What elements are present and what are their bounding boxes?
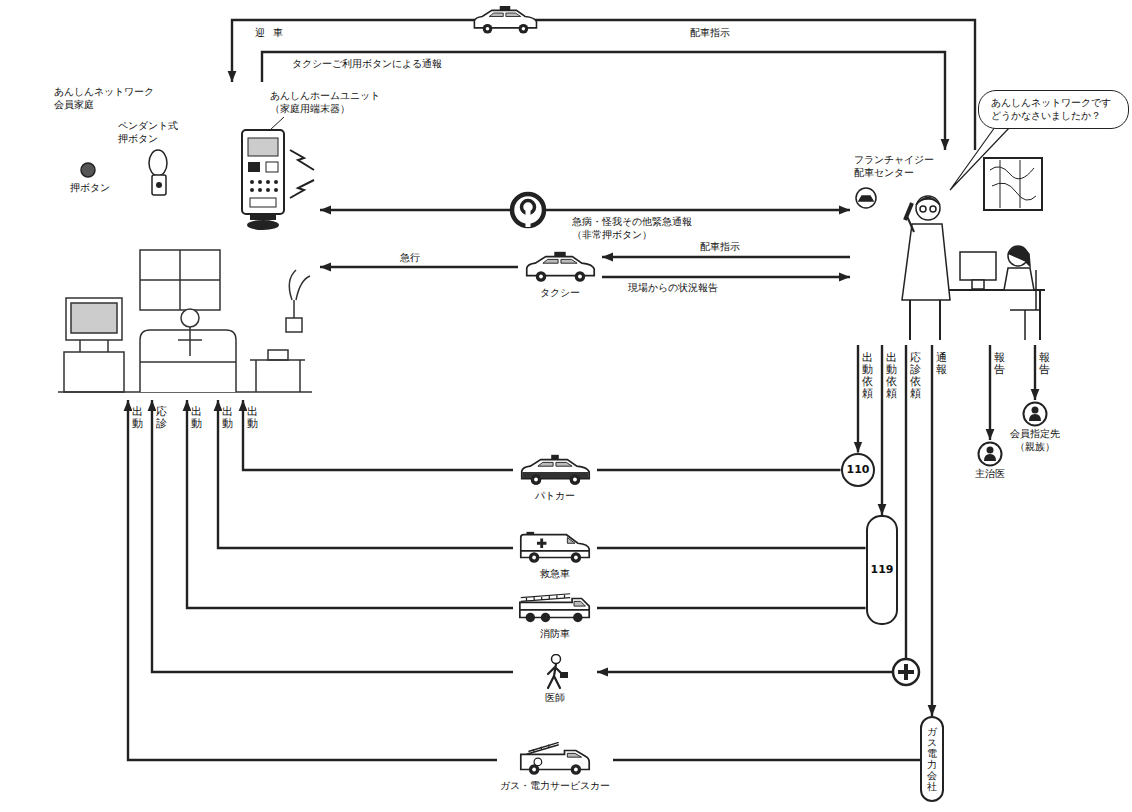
dispatch-center: フランチャイジー 配車センター — [850, 150, 1050, 345]
callout-label: 押ボタン — [70, 182, 110, 195]
connector-arrow — [602, 276, 850, 278]
node-text: 消防車 — [516, 628, 594, 641]
callout-label: あんしんホームユニット （家庭用端末器） — [270, 90, 385, 115]
callout-label: ペンダント式 押ボタン — [118, 120, 183, 145]
connector-arrow — [243, 400, 513, 470]
doctor-node: 医師 — [513, 652, 597, 707]
connector-arrow — [613, 759, 920, 761]
edge-label: 迎車 — [255, 27, 291, 40]
connector-arrow — [320, 266, 518, 268]
doctor-icon-node: 主治医 — [973, 440, 1007, 483]
fire-engine-node: 消防車 — [513, 588, 597, 643]
connector-arrow — [602, 256, 850, 258]
connector-arrow — [857, 345, 859, 453]
node-text: 主治医 — [975, 468, 1005, 481]
node-text: パトカー — [516, 490, 594, 503]
node-text: タクシー — [521, 287, 599, 300]
home-unit-device — [242, 130, 284, 230]
ntt-logo — [512, 194, 544, 227]
house-illustration — [58, 250, 312, 392]
connector-arrow — [597, 547, 866, 549]
node-text: あんしんネットワーク 会員家庭 — [54, 86, 159, 111]
edge-label: 出動依頼 — [862, 352, 873, 400]
edge-label: 報告 — [1039, 352, 1050, 376]
pendant-button — [149, 150, 167, 195]
edge-label: 通報 — [936, 352, 947, 376]
utility-company-capsule: ガス電力会社 — [920, 716, 944, 802]
push-button — [81, 163, 95, 177]
leader-line — [270, 117, 284, 130]
radio-signal — [290, 150, 314, 198]
edge-label: 出動 — [132, 406, 143, 430]
dispatch-center-illustration — [856, 158, 1045, 340]
household-region: あんしんネットワーク 会員家庭 — [50, 82, 320, 400]
connector-arrow — [152, 400, 513, 672]
edge-label: 現場からの状況報告 — [628, 282, 718, 295]
connector-arrow — [232, 20, 975, 150]
connector-arrow — [597, 469, 841, 471]
node-text: 119 — [871, 563, 894, 577]
speech-bubble-tail — [950, 127, 1010, 190]
connector-arrow — [262, 52, 945, 150]
edge-label: 出動依頼 — [886, 352, 897, 400]
edge-label: 出動 — [191, 406, 202, 430]
node-text: 会員指定先 （親族） — [1008, 428, 1063, 453]
fire-dept-capsule: 119 — [866, 515, 899, 625]
node-text: 医師 — [516, 692, 594, 705]
connector-arrow — [931, 345, 933, 716]
node-text: 110 — [847, 463, 870, 477]
connector-arrow — [1034, 345, 1036, 400]
node-text: あんしんネットワークです どうかなさいましたか？ — [991, 97, 1116, 122]
connector-arrow — [320, 209, 850, 211]
connector-arrow — [128, 400, 497, 760]
service-car-node: ガス・電力サービスカー — [497, 740, 613, 795]
connector-arrow — [881, 345, 883, 515]
edge-label: 応診 — [156, 406, 167, 430]
edge-label: 出動 — [247, 406, 258, 430]
patrol-car-node: パトカー — [513, 450, 597, 505]
connector-arrow — [218, 400, 513, 548]
clinic-cross-symbol — [893, 659, 919, 685]
node-text: ガス電力会社 — [927, 726, 937, 792]
edge-label: 急病・怪我その他緊急通報 （非常押ボタン） — [572, 216, 697, 241]
flow-label: 配車指示 — [690, 27, 730, 40]
relative-icon-node: 会員指定先 （親族） — [1006, 400, 1065, 455]
speech-bubble: あんしんネットワークです どうかなさいましたか？ — [978, 90, 1129, 129]
connector-arrow — [989, 345, 991, 440]
ambulance-node: 救急車 — [513, 528, 597, 583]
connector-arrow — [187, 400, 513, 608]
police-circle: 110 — [841, 453, 876, 488]
node-text: 救急車 — [516, 568, 594, 581]
taxi-node: タクシー — [518, 247, 602, 302]
edge-label: 応診依頼 — [910, 352, 921, 400]
node-text: フランチャイジー 配車センター — [854, 154, 939, 179]
connector-arrow — [597, 345, 906, 672]
vehicle-icons — [520, 455, 589, 775]
edge-label: タクシーご利用ボタンによる通報 — [292, 58, 442, 71]
edge-label: 配車指示 — [700, 241, 740, 254]
connector-arrow — [597, 607, 866, 609]
edge-label: 急行 — [400, 252, 420, 265]
node-text: ガス・電力サービスカー — [500, 780, 610, 793]
edge-label: 報告 — [994, 352, 1005, 376]
edge-label: 出動 — [222, 406, 233, 430]
